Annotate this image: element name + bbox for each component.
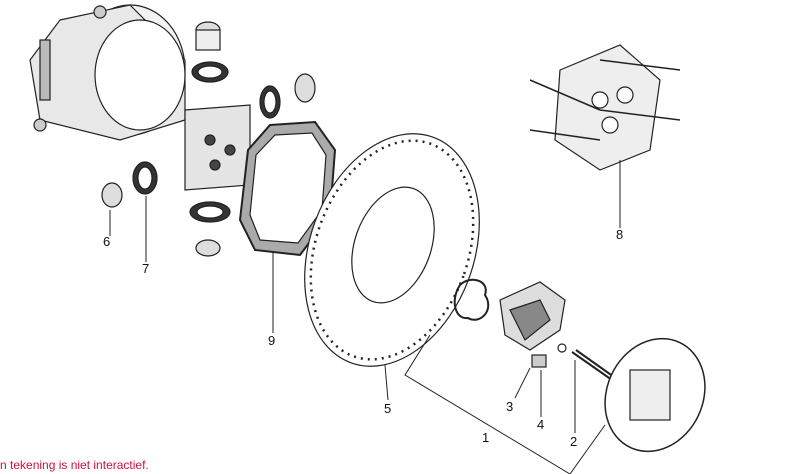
o-ring: [453, 278, 490, 321]
part-label-6: 6: [103, 234, 111, 249]
part-label-9: 9: [268, 333, 276, 348]
part-label-2: 2: [570, 434, 578, 449]
part-label-7: 7: [142, 261, 150, 276]
leader-lines: [109, 160, 621, 474]
cover-plate: [604, 337, 706, 453]
part-label-8: 8: [616, 227, 624, 242]
cartridge: [499, 281, 567, 368]
installation-box: [29, 4, 186, 141]
safety-unit: [529, 44, 681, 171]
part-label-5: 5: [384, 401, 392, 416]
part-label-3: 3: [506, 399, 514, 414]
screw: [571, 349, 615, 381]
fittings: [101, 21, 316, 257]
escutcheon-ring: [304, 133, 480, 367]
part-label-1: 1: [482, 430, 490, 445]
part-label-4: 4: [537, 417, 545, 432]
non-interactive-notice: n tekening is niet interactief.: [0, 458, 149, 472]
